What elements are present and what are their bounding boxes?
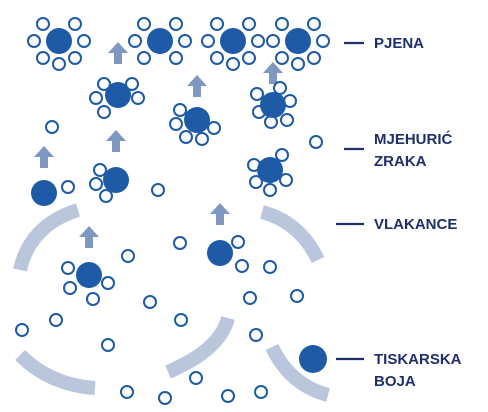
ink-bubble-cluster [128,17,192,65]
ink-particle [147,28,173,54]
ink-particle [31,180,57,206]
ink-particle [76,262,102,288]
ink-particle [184,107,210,133]
ink-bubble-cluster [207,235,249,273]
label-air-bubble-line1: MJEHURIĆ [374,130,453,148]
ink-bubble-cluster [89,163,129,203]
rising-clusters [31,42,297,306]
label-air-bubble-line2: ZRAKA [374,153,427,170]
fiber-arc [259,205,325,264]
foam-layer [27,17,330,71]
ink-bubble-cluster [266,17,330,71]
ink-bubble-cluster [201,17,265,71]
ink-particle [207,240,233,266]
label-fiber: VLAKANCE [374,216,457,233]
up-arrow-icon [210,203,230,225]
ink-bubble-cluster [89,77,145,119]
ink-particle [105,82,131,108]
ink-particle [285,28,311,54]
up-arrow-icon [108,42,128,64]
ink-bubble-cluster [61,261,115,306]
label-ink-line2: BOJA [374,373,416,390]
ink-particle [46,28,72,54]
free-bubbles [15,120,323,405]
ink-bubble-cluster [250,81,297,129]
ink-particle [103,167,129,193]
up-arrow-icon [79,226,99,248]
labels: PJENA MJEHURIĆ ZRAKA VLAKANCE TISKARSKA … [336,35,462,390]
fiber-arc [13,203,81,272]
ink-bubble-cluster [27,17,91,71]
label-ink-line1: TISKARSKA [374,351,462,368]
up-arrow-icon [34,146,54,168]
fibers [13,203,331,402]
up-arrow-icon [187,75,207,97]
ink-particle [220,28,246,54]
ink-bubble-cluster [169,103,221,146]
ink-bubble-cluster [31,180,75,206]
label-foam: PJENA [374,35,424,52]
ink-particle [260,92,286,118]
ink-bubble-cluster [247,148,293,197]
fiber-arc [15,349,96,395]
ink-particle [257,157,283,183]
fiber-arc [265,343,331,402]
up-arrow-icon [106,130,126,152]
up-arrow-icon [263,62,283,84]
ink-particle-free [299,345,327,373]
fiber-arc [165,315,235,379]
